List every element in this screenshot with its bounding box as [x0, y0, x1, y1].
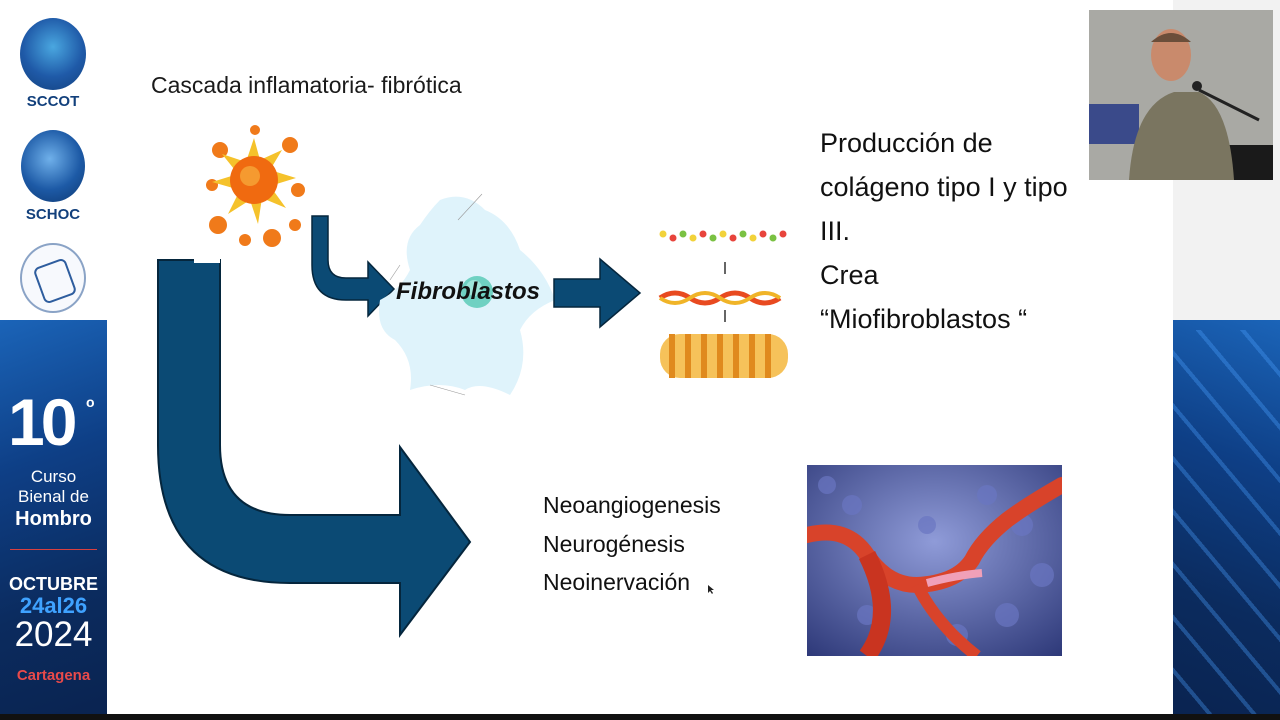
event-title-line1: Curso: [30, 467, 77, 486]
event-days: 24al26: [19, 593, 88, 618]
bottom-bar: [0, 714, 1280, 720]
event-year: 2024: [14, 615, 93, 654]
event-title-line3: Hombro: [15, 508, 92, 530]
neo-list-item: Neurogénesis: [543, 531, 685, 557]
production-text-line: colágeno tipo I y tipo: [820, 172, 1068, 202]
sccot-logo-label: SCCOT: [26, 93, 80, 110]
blood-vessel-image: [807, 465, 1062, 656]
collagen-structure-diagram: [658, 230, 788, 378]
fibroblast-cell-illustration: [379, 193, 555, 396]
event-banner: [0, 320, 107, 720]
right-decoration-stripes: [1173, 330, 1280, 720]
event-edition-degree: o: [86, 394, 95, 410]
production-text-line: “Miofibroblastos “: [820, 304, 1028, 334]
schoc-logo: [21, 130, 85, 202]
event-edition-number: 10: [8, 385, 77, 459]
fibroblast-label: Fibroblastos: [396, 278, 541, 305]
slide-title: Cascada inflamatoria- fibrótica: [151, 72, 462, 98]
neo-list-item: Neoinervación: [543, 569, 691, 595]
sccot-logo: [20, 18, 86, 90]
large-bent-arrow: [157, 255, 472, 638]
schoc-logo-label: SCHOC: [25, 206, 81, 223]
cursor-icon: [708, 585, 714, 594]
production-text-line: III.: [820, 216, 851, 246]
small-bent-arrow: [311, 215, 396, 318]
neo-list-item: Neoangiogenesis: [543, 492, 721, 518]
inflammation-burst-icon: [206, 125, 305, 247]
event-city: Cartagena: [16, 667, 91, 684]
right-arrow: [553, 257, 642, 329]
production-text-line: Crea: [820, 260, 879, 290]
society-seal-logo: [20, 243, 86, 313]
event-month: OCTUBRE: [9, 574, 98, 594]
right-decoration-band: [1173, 320, 1280, 720]
event-divider: [10, 549, 97, 550]
event-title-line2: Bienal de: [18, 487, 89, 506]
production-text-line: Producción de: [820, 128, 993, 158]
speaker-webcam-feed: [1089, 10, 1273, 180]
